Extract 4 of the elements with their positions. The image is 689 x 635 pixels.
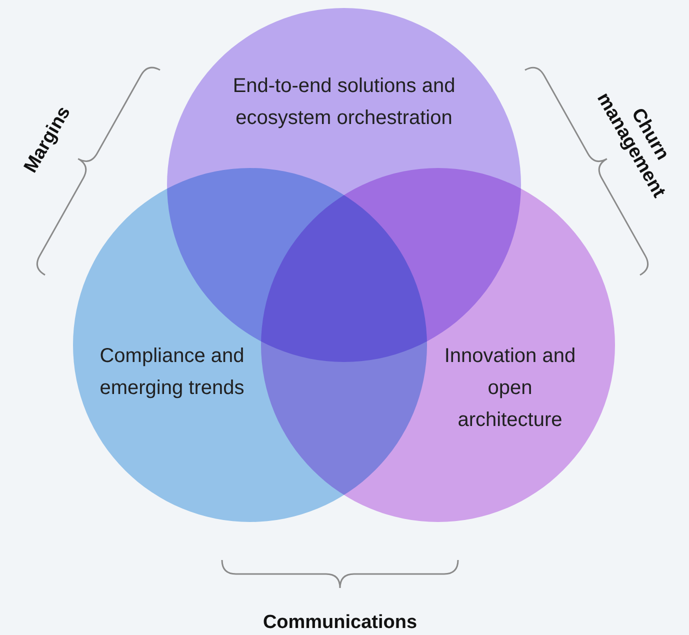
circle-label: End-to-end solutions and ecosystem orchestration: [232, 74, 456, 131]
circle-label: Innovation and open architecture: [443, 344, 577, 433]
circle-label: Compliance and emerging trends: [98, 344, 246, 401]
category-label: Communications: [262, 612, 418, 634]
